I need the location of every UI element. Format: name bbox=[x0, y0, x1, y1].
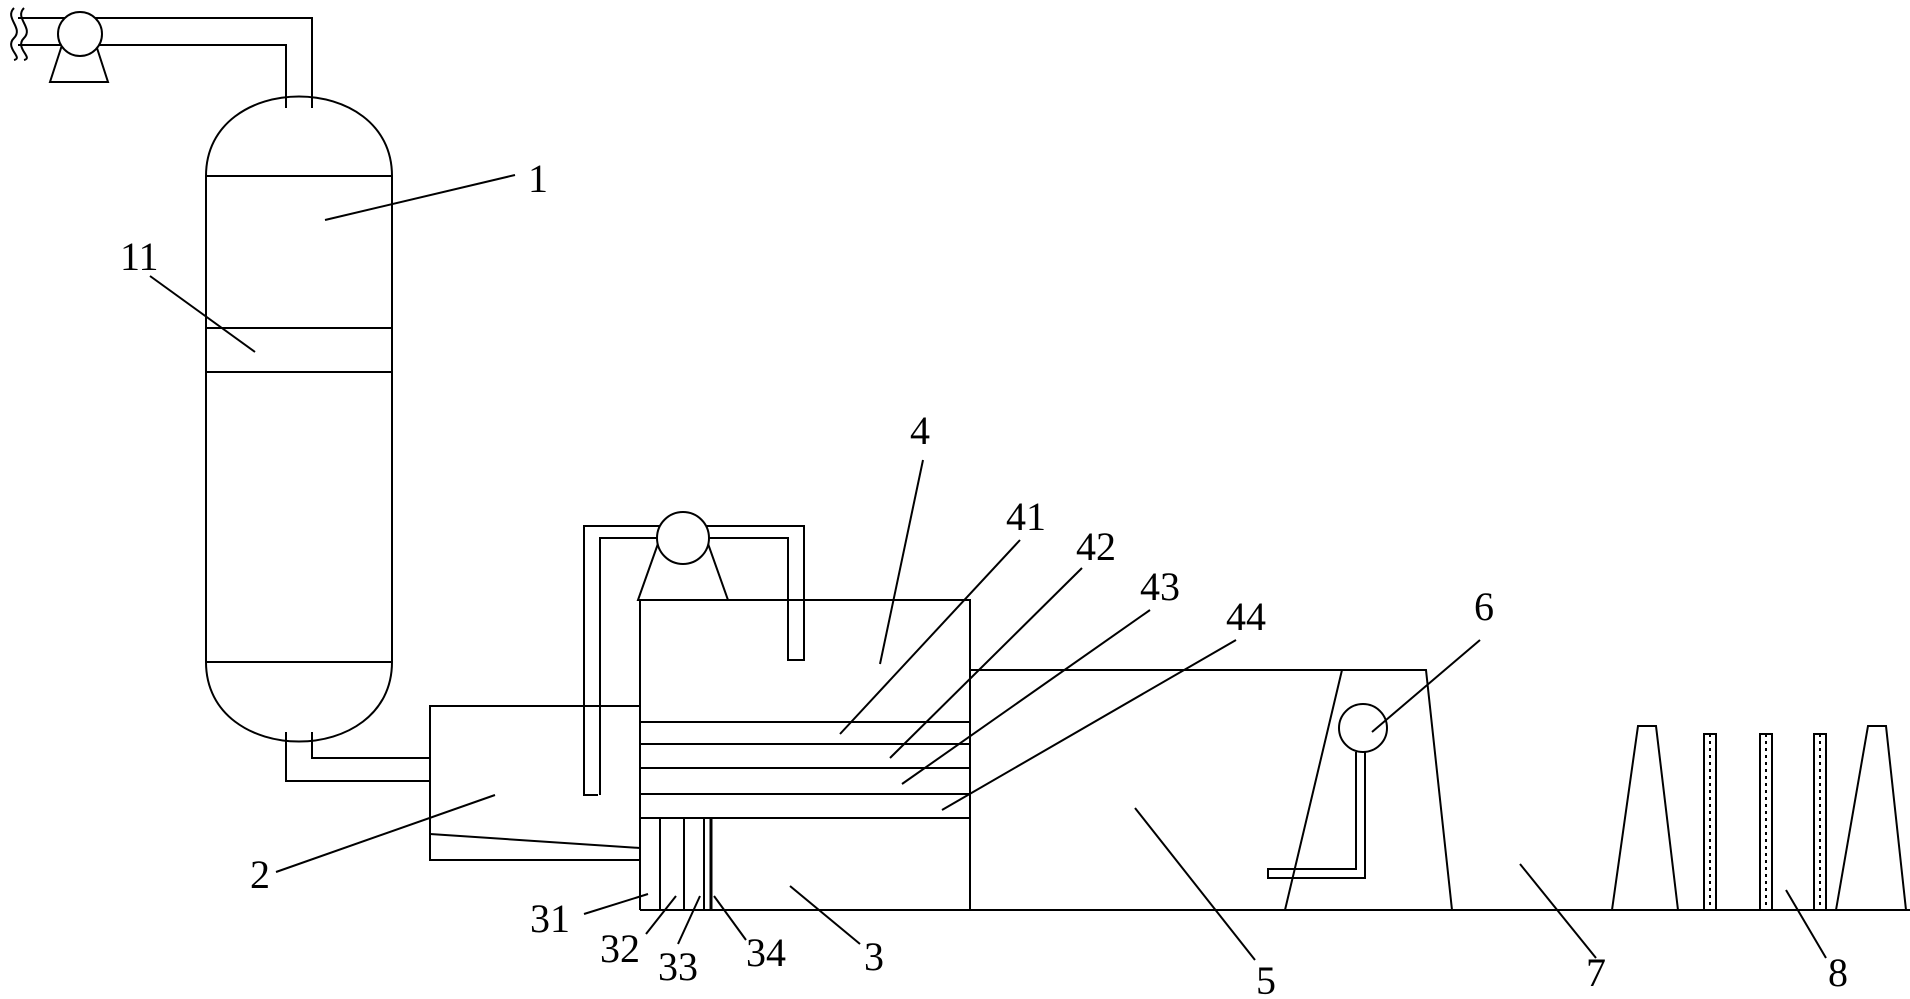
filter-posts-8 bbox=[1703, 733, 1827, 911]
label-42: 42 bbox=[1076, 524, 1116, 569]
label-33: 33 bbox=[658, 944, 698, 989]
middle-pump bbox=[636, 511, 730, 601]
unit-4-layers bbox=[640, 721, 970, 819]
label-8: 8 bbox=[1828, 950, 1848, 995]
label-31: 31 bbox=[530, 896, 570, 941]
unit-3 bbox=[659, 818, 713, 910]
tank-2 bbox=[429, 705, 641, 861]
label-43: 43 bbox=[1140, 564, 1180, 609]
motor-6 bbox=[1267, 703, 1388, 879]
tank-5 bbox=[970, 669, 1453, 911]
label-41: 41 bbox=[1006, 494, 1046, 539]
label-3: 3 bbox=[864, 934, 884, 979]
label-1: 1 bbox=[528, 156, 548, 201]
label-4: 4 bbox=[910, 408, 930, 453]
label-5: 5 bbox=[1256, 958, 1276, 999]
top-pump bbox=[48, 11, 110, 83]
label-32: 32 bbox=[600, 926, 640, 971]
label-7: 7 bbox=[1586, 950, 1606, 995]
unit-4-upper-box bbox=[639, 599, 971, 910]
label-2: 2 bbox=[250, 852, 270, 897]
label-44: 44 bbox=[1226, 594, 1266, 639]
cone-right bbox=[1835, 725, 1907, 911]
leader-lines bbox=[149, 174, 1827, 961]
tower-outlet-pipe bbox=[285, 732, 430, 782]
inlet-pipe-break-symbol bbox=[10, 7, 28, 61]
filter-layer-11 bbox=[206, 327, 392, 373]
label-11: 11 bbox=[120, 234, 159, 279]
labels: 1 11 2 4 41 42 43 44 6 31 32 33 34 3 5 7… bbox=[120, 156, 1848, 999]
cone-left bbox=[1611, 725, 1679, 911]
tower-1 bbox=[205, 95, 393, 743]
inlet-pipe bbox=[18, 17, 313, 108]
label-6: 6 bbox=[1474, 584, 1494, 629]
label-34: 34 bbox=[746, 930, 786, 975]
